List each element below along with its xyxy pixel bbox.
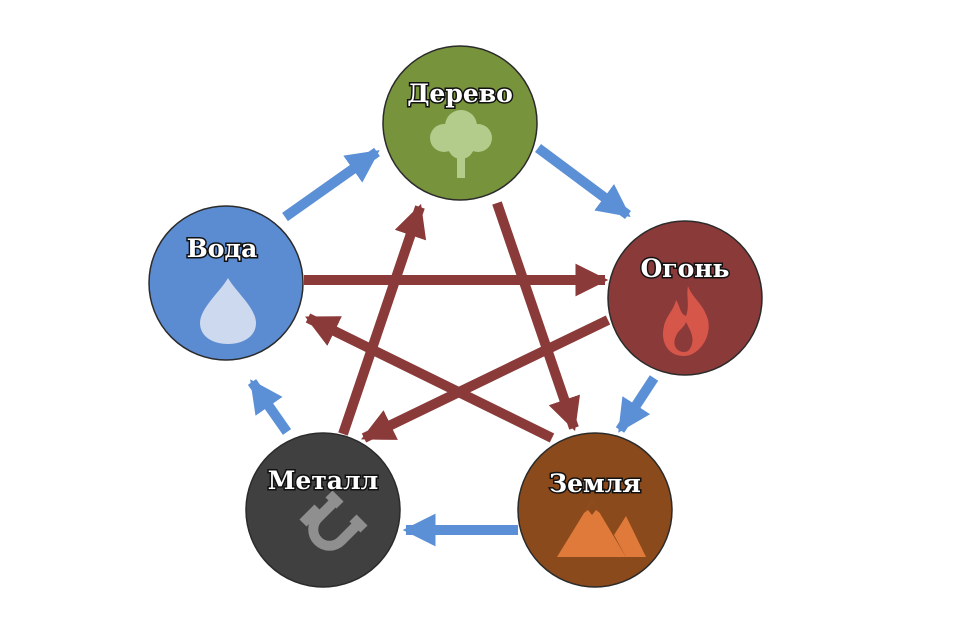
mountain-icon — [557, 500, 646, 557]
node-wood: Дерево — [382, 45, 538, 201]
arrow-metal-to-wood — [338, 203, 427, 436]
flame-icon — [662, 286, 709, 356]
arrow-fire-to-metal — [361, 315, 611, 443]
node-label: Земля — [549, 469, 641, 498]
mountain-snow-icon — [584, 500, 600, 515]
controlling-arrows — [304, 201, 611, 443]
arrow-fire-to-earth — [615, 375, 659, 433]
arrow-wood-to-fire — [535, 143, 631, 220]
flame-core-icon — [674, 322, 693, 352]
magnet-icon — [299, 496, 363, 551]
node-label: Огонь — [640, 254, 729, 283]
arrow-wood-to-earth — [492, 201, 580, 432]
water-drop-icon — [200, 278, 256, 344]
node-earth: Земля — [517, 432, 673, 588]
magnet-poles-icon — [325, 490, 368, 533]
arrow-earth-to-water — [305, 313, 555, 443]
arrow-water-to-wood — [282, 147, 380, 222]
node-label: Дерево — [407, 79, 513, 108]
node-circle — [607, 220, 763, 376]
node-water: Вода — [148, 205, 304, 361]
node-fire: Огонь — [607, 220, 763, 376]
tree-icon — [430, 110, 492, 178]
node-label: Вода — [187, 234, 258, 263]
generating-arrows — [247, 143, 659, 547]
arrow-metal-to-water — [247, 379, 292, 435]
node-label: Металл — [268, 466, 379, 495]
node-metal: Металл — [245, 432, 401, 588]
